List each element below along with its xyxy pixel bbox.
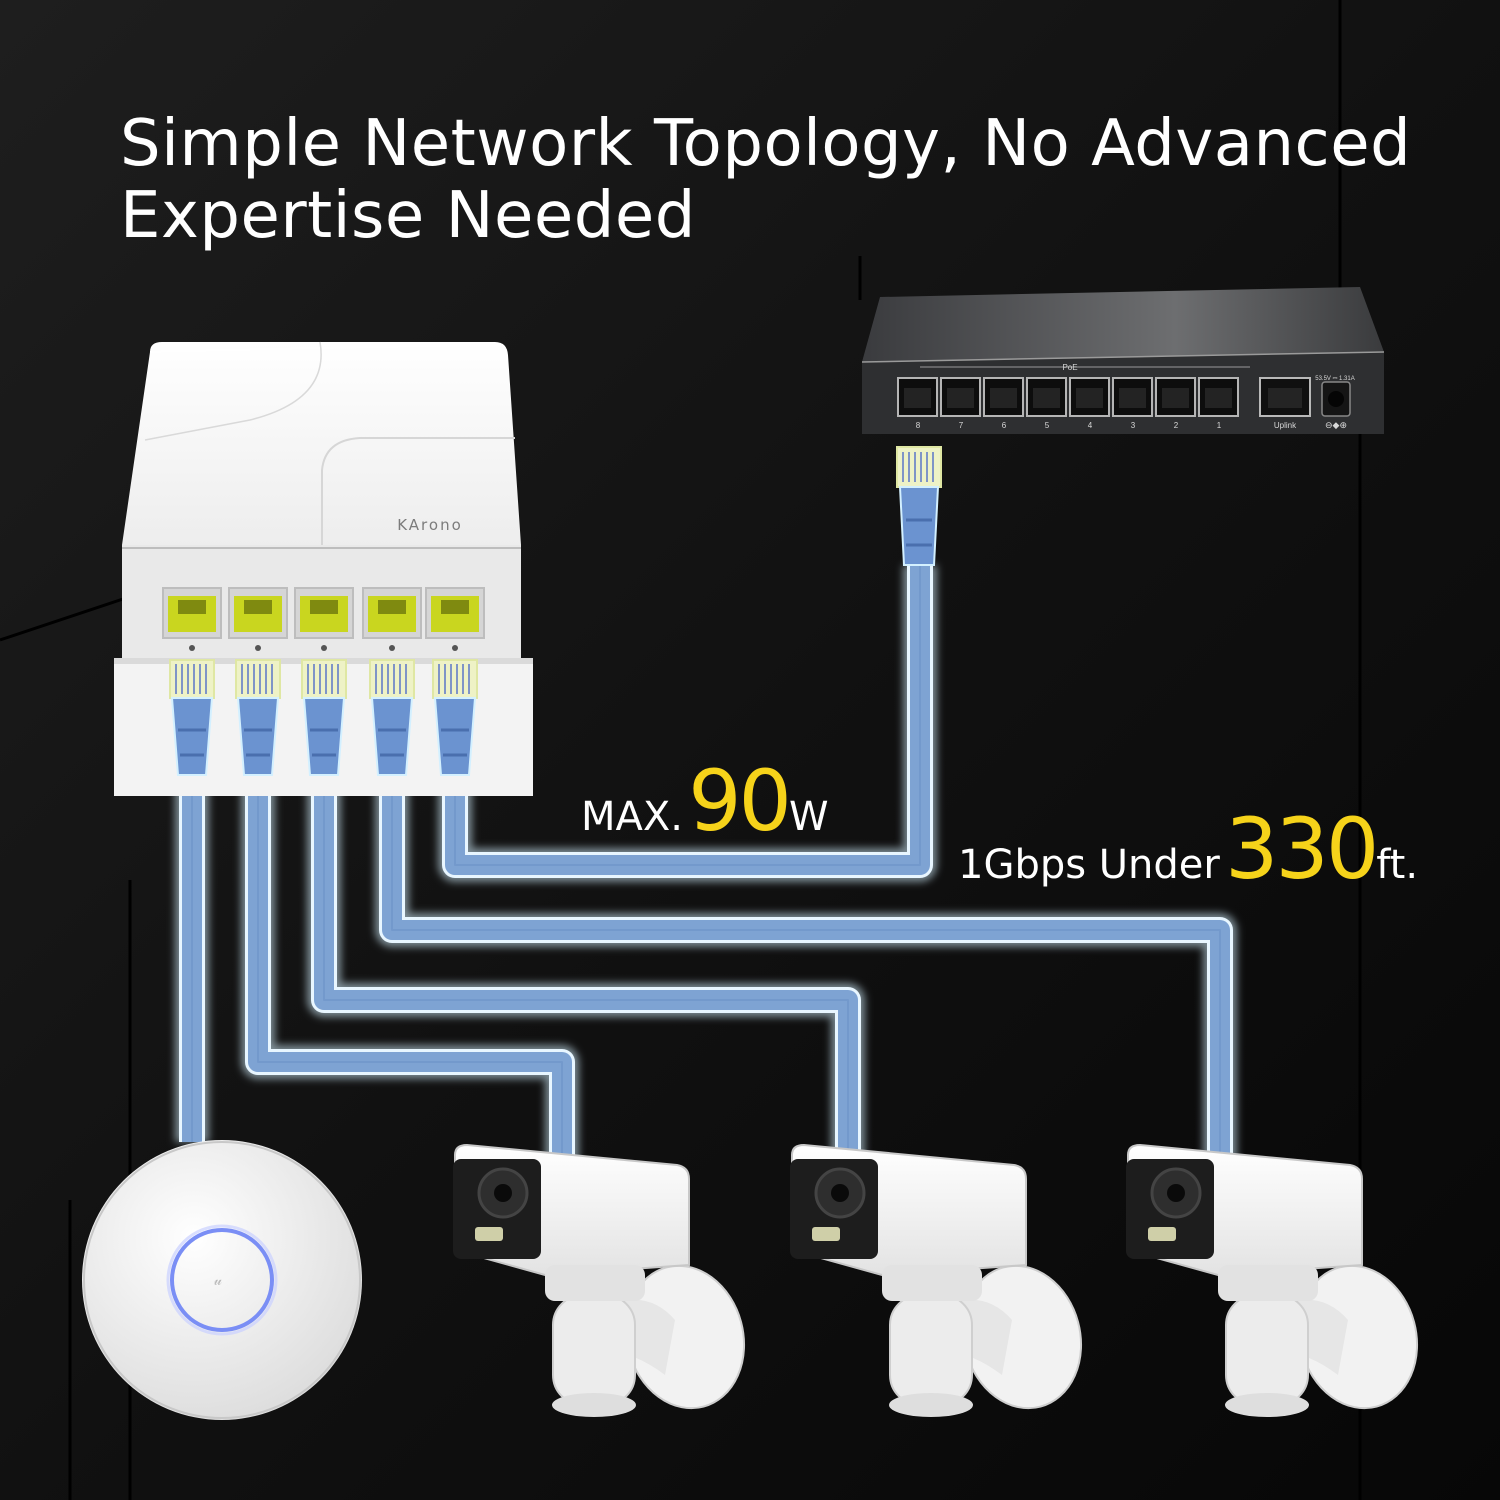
switch-port-3: 3 xyxy=(1112,377,1153,430)
headline: Simple Network Topology, No Advanced Exp… xyxy=(120,108,1411,252)
power-rating-label: 53.5V ⎓ 1.31A xyxy=(1315,376,1354,382)
switch-port-number: 4 xyxy=(1088,421,1093,430)
pan-head xyxy=(1225,1294,1309,1406)
power-spec-value: 90 xyxy=(688,752,792,850)
polarity-icon: ⊖◆⊕ xyxy=(1325,421,1347,431)
extender-plug-2 xyxy=(235,659,281,776)
range-spec-prefix: 1Gbps Under xyxy=(958,842,1220,888)
range-spec-value: 330 xyxy=(1224,800,1379,898)
headline-line-2: Expertise Needed xyxy=(120,179,696,253)
port-led xyxy=(255,645,261,651)
cable-to-camera-3-stripe xyxy=(391,775,1221,1160)
switch-port-6: 6 xyxy=(983,377,1024,430)
vendor-logo-icon: 𝓊 xyxy=(214,1273,222,1289)
headline-line-1: Simple Network Topology, No Advanced xyxy=(120,107,1412,181)
port-led xyxy=(389,645,395,651)
camera-ir-light xyxy=(475,1227,503,1241)
extender-plug-4 xyxy=(369,659,415,776)
poe-extender: KArono xyxy=(114,341,533,796)
extender-plug-row xyxy=(169,659,478,776)
bullet-camera-2 xyxy=(790,1143,1083,1417)
camera-ir-light xyxy=(812,1227,840,1241)
extender-port-3 xyxy=(294,587,354,651)
power-spec: MAX. 90W xyxy=(581,752,829,850)
range-spec: 1Gbps Under 330ft. xyxy=(958,800,1418,898)
pan-head xyxy=(552,1294,636,1406)
extender-port-2 xyxy=(228,587,288,651)
poe-label: PoE xyxy=(1062,363,1077,372)
extender-brand-logo: KArono xyxy=(397,516,463,534)
camera-ir-light xyxy=(1148,1227,1176,1241)
wireless-access-point: 𝓊 xyxy=(82,1140,362,1420)
camera-group xyxy=(453,1143,1419,1417)
ethernet-cables xyxy=(179,565,1233,1160)
switch-port-8: 8 xyxy=(897,377,938,430)
switch-port-1: 1 xyxy=(1198,377,1239,430)
switch-uplink-plug xyxy=(896,446,942,566)
cable-uplink-to-switch-stripe xyxy=(454,565,921,866)
port-led xyxy=(189,645,195,651)
switch-port-number: 1 xyxy=(1217,421,1222,430)
poe-switch: 8 7 6 5 4 3 2 1 PoE 53.5V ⎓ 1.31A Uplink ⊖◆⊕ xyxy=(861,287,1385,566)
camera-neck xyxy=(882,1265,982,1301)
extender-plug-3 xyxy=(301,659,347,776)
pan-head xyxy=(889,1294,973,1406)
power-spec-unit: W xyxy=(788,794,829,840)
bullet-camera-1 xyxy=(453,1143,746,1417)
switch-port-2: 2 xyxy=(1155,377,1196,430)
uplink-label: Uplink xyxy=(1274,421,1297,430)
extender-plug-1 xyxy=(169,659,215,776)
extender-port-5 xyxy=(425,587,485,651)
extender-port-4 xyxy=(362,587,422,651)
switch-port-number: 2 xyxy=(1174,421,1179,430)
extender-port-row xyxy=(162,587,485,651)
switch-port-row: 8 7 6 5 4 3 2 1 xyxy=(897,377,1239,430)
cable-to-camera-2-stripe xyxy=(323,775,849,1160)
switch-port-5: 5 xyxy=(1026,377,1067,430)
switch-port-4: 4 xyxy=(1069,377,1110,430)
power-spec-prefix: MAX. xyxy=(581,794,683,840)
switch-port-7: 7 xyxy=(940,377,981,430)
cable-to-camera-1-stripe xyxy=(257,775,563,1160)
switch-port-number: 6 xyxy=(1002,421,1007,430)
extender-plug-5 xyxy=(432,659,478,776)
camera-neck xyxy=(1218,1265,1318,1301)
port-led xyxy=(321,645,327,651)
range-spec-unit: ft. xyxy=(1376,842,1419,888)
switch-port-number: 8 xyxy=(916,421,921,430)
switch-port-number: 5 xyxy=(1045,421,1050,430)
switch-port-number: 7 xyxy=(959,421,964,430)
camera-neck xyxy=(545,1265,645,1301)
bullet-camera-3 xyxy=(1126,1143,1419,1417)
switch-port-number: 3 xyxy=(1131,421,1136,430)
extender-port-1 xyxy=(162,587,222,651)
port-led xyxy=(452,645,458,651)
